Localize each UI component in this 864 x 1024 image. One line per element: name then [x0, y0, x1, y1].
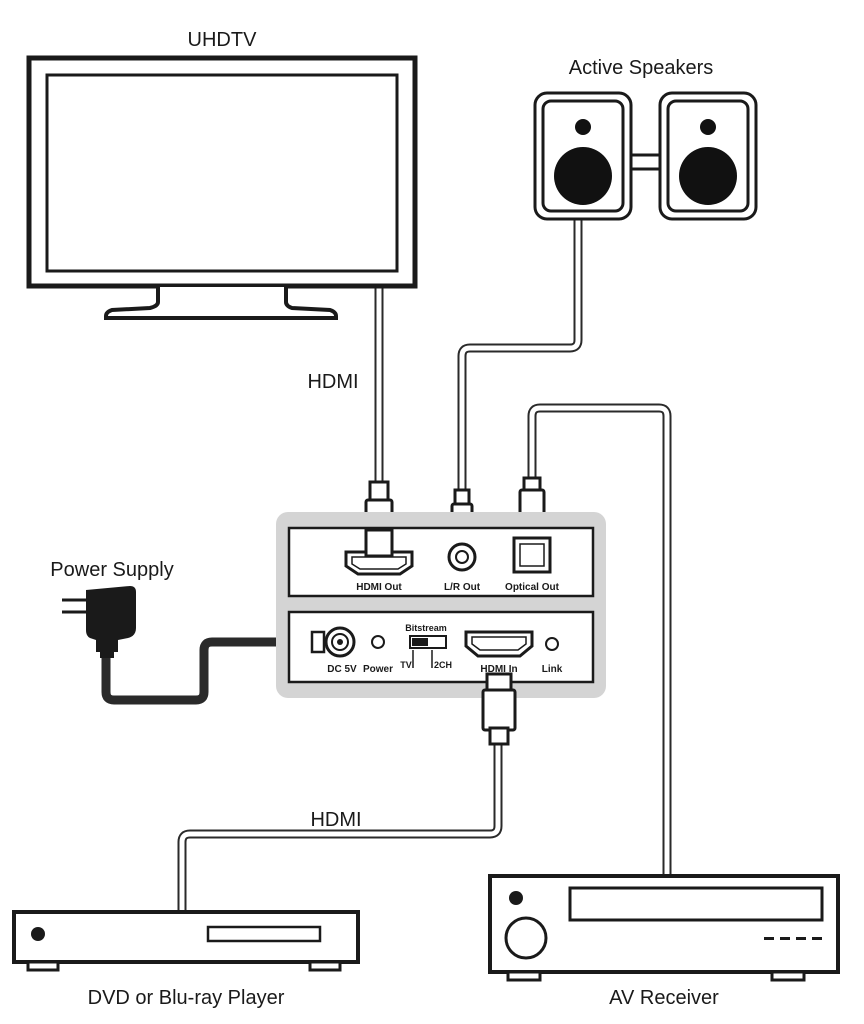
av-receiver — [488, 874, 840, 982]
bitstream-switch — [409, 635, 447, 668]
optical-out-label: Optical Out — [505, 582, 560, 593]
dvd-player — [12, 910, 360, 972]
tv-screen — [45, 73, 399, 273]
power-adapter — [62, 586, 136, 658]
power-cord — [101, 637, 317, 705]
receiver-display — [568, 886, 824, 922]
dc-5v-port — [310, 626, 356, 658]
active-speakers-label: Active Speakers — [569, 57, 714, 79]
lr-out-label: L/R Out — [444, 582, 481, 593]
active-speakers — [533, 91, 758, 221]
bitstream-label: Bitstream — [405, 623, 447, 633]
two-ch-label: 2CH — [434, 660, 452, 670]
hdmi-bottom-label: HDMI — [310, 809, 361, 831]
dvd-disc-tray — [206, 925, 322, 943]
hdmi-cable-dvd — [177, 735, 503, 917]
hdmi-out-port — [344, 550, 414, 576]
hdmi-in-port — [464, 630, 534, 658]
hdmi-top-label: HDMI — [307, 371, 358, 393]
av-receiver-label: AV Receiver — [609, 987, 719, 1009]
hdmi-out-plug-head — [364, 528, 394, 558]
speaker-right — [658, 91, 758, 221]
tv-label: TV — [400, 660, 412, 670]
power-label: Power — [363, 664, 393, 675]
lr-out-jack — [447, 542, 477, 572]
hdmi-in-plug — [481, 672, 517, 746]
speaker-left — [533, 91, 633, 221]
hdmi-out-label: HDMI Out — [356, 582, 402, 593]
optical-out-port — [512, 536, 552, 574]
tv-stand — [104, 287, 338, 320]
audio-extractor: HDMI Out L/R Out Optical Out DC 5V Power… — [276, 512, 606, 698]
power-supply-label: Power Supply — [50, 559, 173, 581]
dc-5v-label: DC 5V — [327, 664, 357, 675]
receiver-indicators — [764, 937, 822, 940]
optical-cable-receiver — [527, 403, 672, 881]
link-label: Link — [542, 664, 563, 675]
receiver-volume-knob — [504, 916, 548, 960]
power-led — [371, 635, 385, 649]
uhdtv-label: UHDTV — [188, 29, 258, 51]
audio-cable-speakers — [457, 215, 583, 499]
dvd-power-button — [31, 927, 45, 941]
uhdtv — [26, 55, 418, 320]
link-led — [545, 637, 559, 651]
dvd-player-label: DVD or Blu-ray Player — [88, 987, 285, 1009]
hdmi-in-label: HDMI In — [480, 664, 517, 675]
receiver-power-button — [509, 891, 523, 905]
